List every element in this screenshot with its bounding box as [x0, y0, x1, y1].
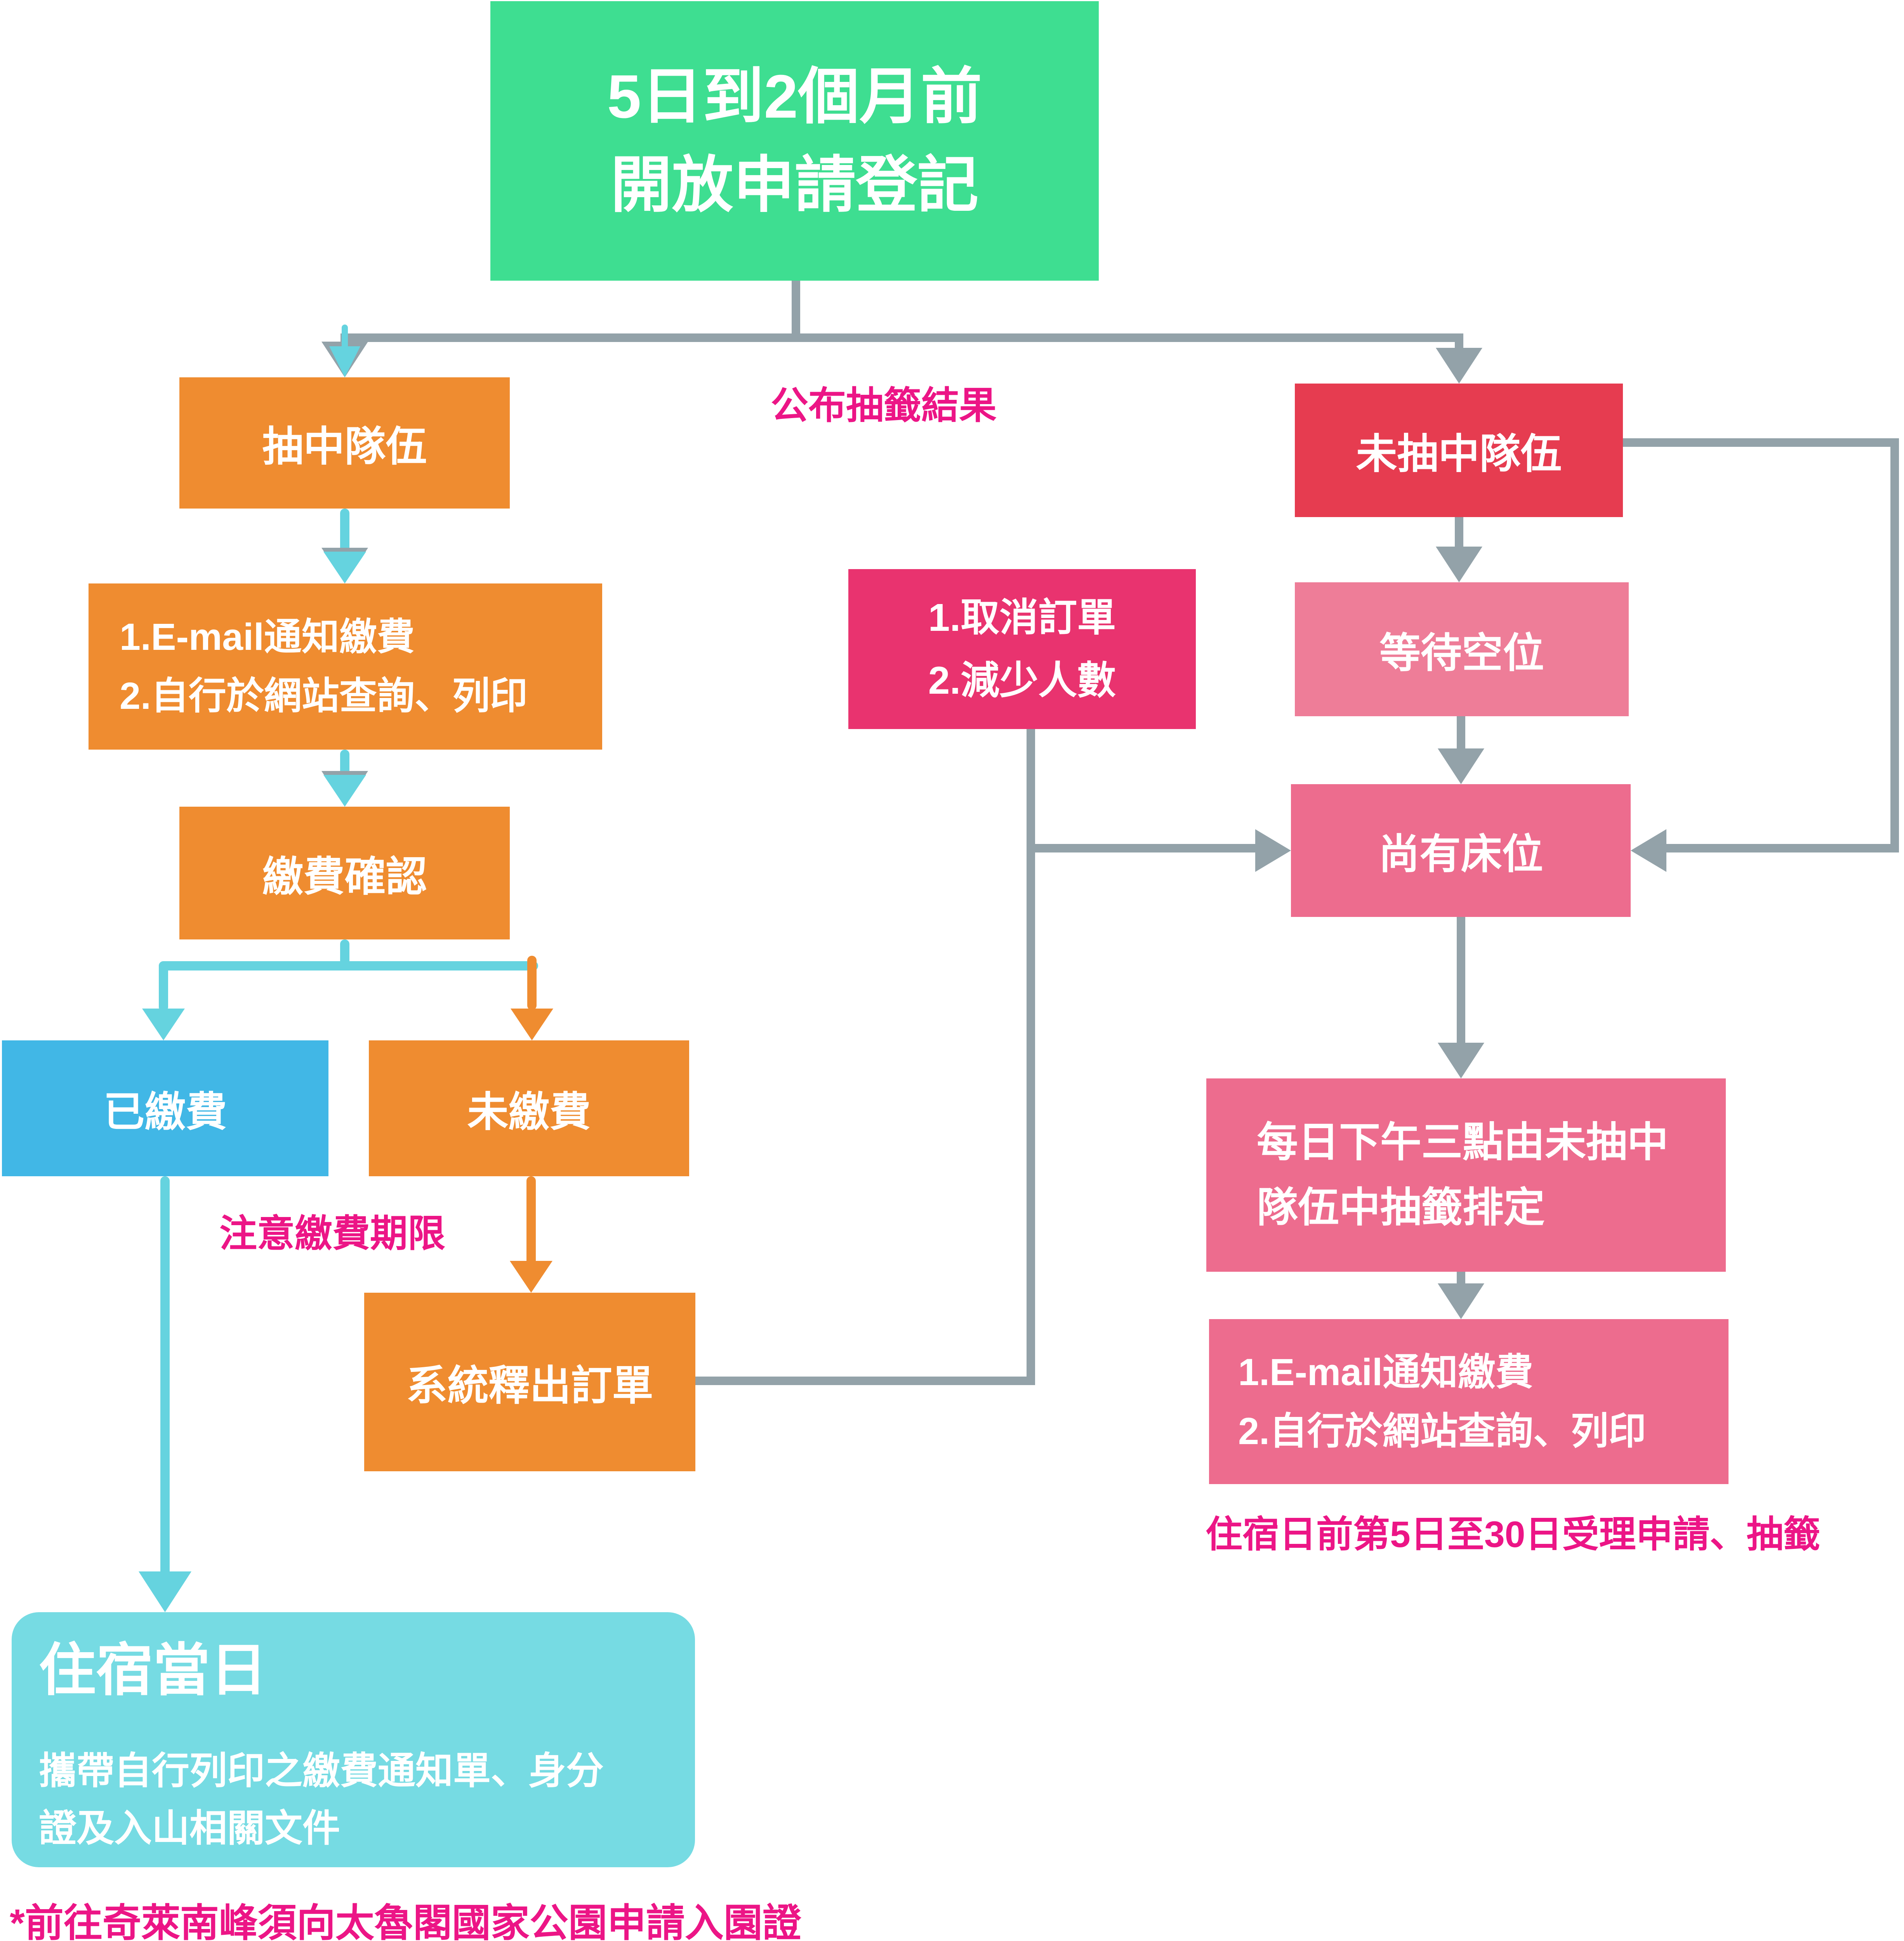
connector-to-unpaid — [527, 956, 537, 1010]
arrowhead-down-icon — [139, 1571, 191, 1612]
connector-start-stem — [792, 281, 800, 338]
connector-loop-right — [1890, 438, 1899, 852]
beds-available-box: 尚有床位 — [1291, 784, 1631, 917]
arrowhead-down-icon — [510, 1261, 552, 1293]
arrowhead-down-icon — [1438, 748, 1484, 784]
payment-confirm-label: 繳費確認 — [262, 854, 427, 900]
email-notice-left-box: 1.E-mail通知繳費 2.自行於網站查詢、列印 — [89, 583, 602, 750]
connector-loop-bottom — [1662, 844, 1899, 852]
wait-vacancy-label: 等待空位 — [1379, 630, 1544, 676]
arrowhead-down-icon — [329, 346, 360, 377]
connector-confirm-split — [159, 961, 538, 970]
connector-drop-right — [1455, 333, 1463, 349]
daily-draw-box: 每日下午三點由未抽中 隊伍中抽籤排定 — [1206, 1078, 1726, 1272]
paid-box: 已繳費 — [2, 1040, 328, 1176]
checkin-line1: 攜帶自行列印之繳費通知單、身分 — [39, 1750, 604, 1792]
connector-to-paid — [159, 961, 168, 1012]
cancel-order-line2: 2.減少人數 — [928, 659, 1116, 702]
footnote-label: *前往奇萊南峰須向太魯閣國家公園申請入園證 — [10, 1901, 801, 1941]
system-release-box: 系統釋出訂單 — [364, 1293, 695, 1471]
not-drawn-team-box: 未抽中隊伍 — [1295, 384, 1623, 517]
email-notice-right-lines: 1.E-mail通知繳費 2.自行於網站查詢、列印 — [1238, 1343, 1646, 1461]
connector-notdrawn-to-wait — [1455, 517, 1463, 548]
connector-beds-to-daily — [1457, 917, 1465, 1045]
connector-split-horizontal — [340, 333, 1463, 342]
email-notice-left-lines: 1.E-mail通知繳費 2.自行於網站查詢、列印 — [120, 608, 528, 726]
email-notice-right-line1: 1.E-mail通知繳費 — [1238, 1351, 1533, 1393]
arrowhead-down-icon — [323, 552, 366, 583]
arrowhead-down-icon — [142, 1009, 185, 1040]
payment-deadline-label: 注意繳費期限 — [219, 1212, 445, 1255]
start-line1: 5日到2個月前 — [607, 63, 982, 131]
arrowhead-right-icon — [1255, 829, 1291, 872]
daily-draw-line1: 每日下午三點由未抽中 — [1257, 1120, 1668, 1165]
checkin-title: 住宿當日 — [39, 1639, 268, 1702]
connector-drawn-to-notify — [340, 509, 349, 553]
connector-unpaid-to-release — [526, 1176, 536, 1266]
connector-paid-to-checkin — [160, 1176, 170, 1576]
beds-available-label: 尚有床位 — [1378, 832, 1543, 877]
arrowhead-down-icon — [1438, 1043, 1484, 1078]
drawn-label: 抽中隊伍 — [262, 424, 427, 470]
cancel-order-box: 1.取消訂單 2.減少人數 — [848, 569, 1196, 729]
start-box: 5日到2個月前 開放申請登記 — [490, 1, 1099, 281]
unpaid-label: 未繳費 — [467, 1089, 591, 1135]
connector-release-right — [695, 1377, 1035, 1385]
checkin-body: 攜帶自行列印之繳費通知單、身分 證及入山相關文件 — [39, 1742, 604, 1857]
arrowhead-left-icon — [1631, 829, 1666, 872]
email-notice-right-line2: 2.自行於網站查詢、列印 — [1238, 1410, 1646, 1452]
cancel-order-lines: 1.取消訂單 2.減少人數 — [928, 586, 1116, 712]
arrowhead-down-icon — [511, 1009, 553, 1040]
not-drawn-label: 未抽中隊伍 — [1356, 431, 1562, 477]
announce-result-label: 公布抽籤結果 — [771, 384, 997, 427]
cancel-order-line1: 1.取消訂單 — [928, 596, 1116, 639]
email-notice-left-line2: 2.自行於網站查詢、列印 — [120, 675, 528, 717]
unpaid-box: 未繳費 — [369, 1040, 689, 1176]
arrowhead-down-icon — [1438, 1283, 1484, 1319]
wait-vacancy-box: 等待空位 — [1295, 582, 1629, 716]
checkin-line2: 證及入山相關文件 — [39, 1807, 340, 1849]
checkin-box: 住宿當日 攜帶自行列印之繳費通知單、身分 證及入山相關文件 — [12, 1612, 695, 1867]
start-line2: 開放申請登記 — [610, 151, 979, 219]
connector-cancel-vertical — [1027, 729, 1035, 1385]
drawn-team-box: 抽中隊伍 — [179, 377, 510, 509]
daily-draw-line2: 隊伍中抽籤排定 — [1257, 1185, 1545, 1231]
arrowhead-down-icon — [1436, 348, 1482, 384]
connector-branch-to-beds — [1027, 844, 1258, 852]
email-notice-right-box: 1.E-mail通知繳費 2.自行於網站查詢、列印 — [1209, 1319, 1729, 1484]
connector-wait-to-beds — [1457, 716, 1465, 749]
arrowhead-down-icon — [323, 775, 366, 807]
payment-confirm-box: 繳費確認 — [179, 807, 510, 939]
apply-window-label: 住宿日前第5日至30日受理申請、抽籤 — [1206, 1514, 1821, 1555]
email-notice-left-line1: 1.E-mail通知繳費 — [120, 616, 415, 658]
arrowhead-down-icon — [1436, 547, 1482, 582]
system-release-label: 系統釋出訂單 — [406, 1363, 653, 1409]
connector-loop-top — [1623, 438, 1899, 447]
paid-label: 已繳費 — [103, 1089, 227, 1135]
daily-draw-lines: 每日下午三點由未抽中 隊伍中抽籤排定 — [1257, 1110, 1668, 1240]
